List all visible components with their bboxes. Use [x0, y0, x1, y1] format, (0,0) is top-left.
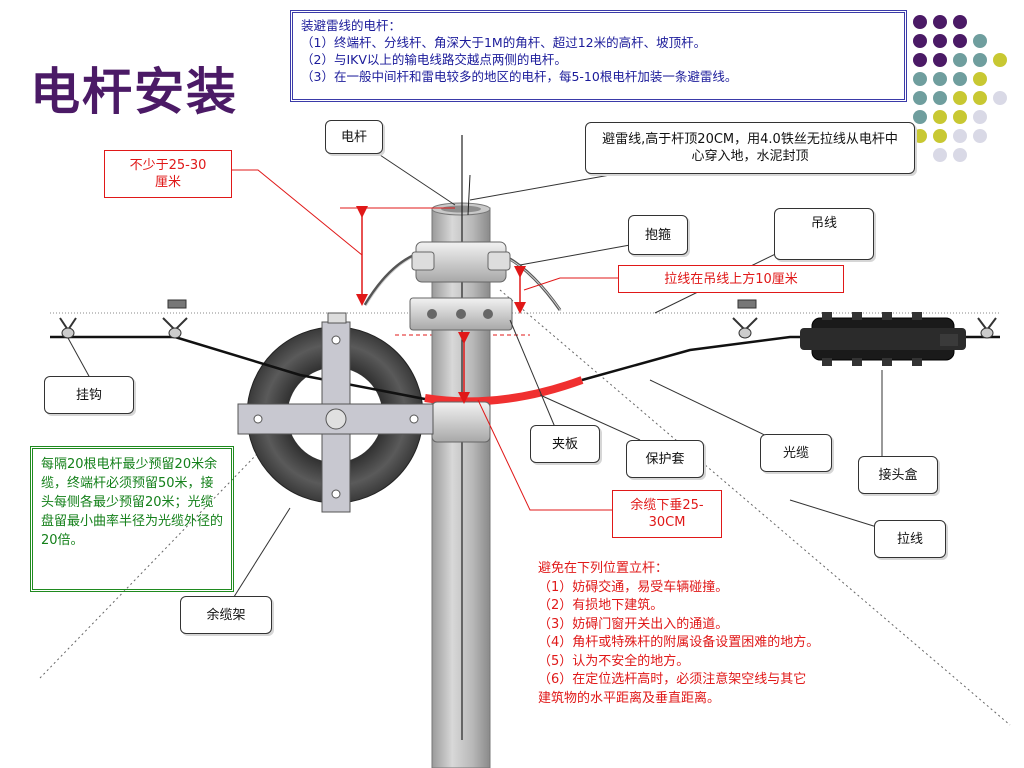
avoid-item-3: （3）妨碍门窗开关出入的通道。 — [538, 616, 729, 632]
requirement-item-3: （3）在一般中间杆和雷电较多的地区的电杆，每5-10根电杆加装一条避雷线。 — [301, 69, 738, 84]
optical-cable-left — [50, 335, 431, 402]
guy-wire-line — [499, 289, 1011, 726]
label-slack-drop: 余缆下垂25-30CM — [612, 490, 722, 538]
callout-clamp-plate: 夹板 — [530, 425, 600, 463]
decorative-dot — [933, 34, 947, 48]
decorative-dot — [953, 34, 967, 48]
clamp-plate — [409, 297, 513, 331]
decorative-dot — [913, 91, 927, 105]
decorative-dot — [973, 91, 987, 105]
decorative-dot — [933, 72, 947, 86]
avoid-item-2: （2）有损地下建筑。 — [538, 598, 664, 613]
callout-protective-sleeve: 保护套 — [626, 440, 704, 478]
decorative-dot — [933, 148, 947, 162]
avoid-item-5: （5）认为不安全的地方。 — [538, 653, 690, 669]
decorative-dot — [973, 110, 987, 124]
decorative-dot — [953, 91, 967, 105]
decorative-dot — [953, 72, 967, 86]
label-min-length: 不少于25-30厘米 — [104, 150, 232, 198]
callout-clamp-hoop: 抱箍 — [628, 215, 688, 255]
label-guy-above-messenger: 拉线在吊线上方10厘米 — [618, 265, 844, 293]
decorative-dot — [933, 110, 947, 124]
requirement-item-1: （1）终端杆、分线杆、角深大于1M的角杆、超过12米的高杆、坡顶杆。 — [301, 35, 707, 50]
pointer-hoop — [519, 244, 631, 266]
pointer-slack-rack — [231, 507, 291, 601]
decorative-dot — [973, 72, 987, 86]
decorative-dot — [953, 110, 967, 124]
decorative-dot-grid — [913, 15, 1007, 162]
decorative-dot — [933, 91, 947, 105]
hook-2 — [162, 299, 188, 339]
decorative-dot — [913, 15, 927, 29]
pointer-sleeve — [539, 394, 641, 441]
callout-optical-cable: 光缆 — [760, 434, 832, 472]
slack-reserve-note: 每隔20根电杆最少预留20米余缆，终端杆必须预留50米，接头每侧各最少预留20米… — [30, 446, 234, 592]
pointer-cable — [649, 379, 776, 441]
hook-4 — [977, 317, 997, 339]
decorative-dot — [953, 53, 967, 67]
hook-3 — [732, 299, 758, 339]
decorative-dot — [913, 53, 927, 67]
splice-box — [800, 312, 966, 366]
callout-hook: 挂钩 — [44, 376, 134, 414]
callout-messenger-wire: 吊线 — [774, 208, 874, 260]
protective-sleeve — [424, 376, 584, 406]
pointer-lightning — [469, 174, 611, 201]
connector-min-length — [232, 169, 363, 256]
decorative-dot — [933, 129, 947, 143]
hoop-clamp — [411, 241, 511, 283]
callout-guy-wire: 拉线 — [874, 520, 946, 558]
hook-1 — [59, 317, 77, 339]
decorative-dot — [913, 72, 927, 86]
avoid-item-4: （4）角杆或特殊杆的附属设备设置困难的地方。 — [538, 635, 820, 650]
pointer-guy-wire — [789, 499, 881, 529]
decorative-dot — [953, 129, 967, 143]
pointer-hook — [67, 337, 91, 379]
decorative-dot — [973, 34, 987, 48]
decorative-dot — [913, 34, 927, 48]
avoid-item-1: （1）妨碍交通，易受车辆碰撞。 — [538, 579, 729, 595]
decorative-dot — [973, 129, 987, 143]
connector-guy-above — [523, 277, 618, 291]
avoid-item-6: （6）在定位选杆高时，必须注意架空线与其它 — [538, 672, 807, 687]
utility-pole — [431, 207, 491, 768]
decorative-dot — [973, 53, 987, 67]
decorative-dot — [933, 15, 947, 29]
decorative-dot — [913, 110, 927, 124]
decorative-dot — [993, 53, 1007, 67]
cable-slack-rack-cross — [237, 312, 434, 513]
page-title: 电杆安装 — [30, 63, 238, 121]
pointer-pole — [379, 154, 456, 206]
callout-lightning-wire: 避雷线,高于杆顶20CM，用4.0铁丝无拉线从电杆中心穿入地，水泥封顶 — [585, 122, 915, 174]
avoid-item-7: 建筑物的水平距离及垂直距离。 — [538, 690, 721, 706]
decorative-dot — [913, 129, 927, 143]
lightning-rod-requirements-box: 装避雷线的电杆： （1）终端杆、分线杆、角深大于1M的角杆、超过12米的高杆、坡… — [290, 10, 907, 102]
decorative-dot — [953, 15, 967, 29]
callout-pole: 电杆 — [325, 120, 383, 154]
pointer-clamp-plate — [509, 319, 558, 433]
connector-slack-drop — [477, 399, 612, 511]
callout-splice-box: 接头盒 — [858, 456, 938, 494]
requirement-item-2: （2）与IKV以上的输电线路交越点两侧的电杆。 — [301, 52, 567, 67]
decorative-dot — [993, 91, 1007, 105]
callout-slack-rack: 余缆架 — [180, 596, 272, 634]
avoid-heading: 避免在下列位置立杆： — [538, 561, 669, 576]
decorative-dot — [933, 53, 947, 67]
decorative-dot — [953, 148, 967, 162]
requirements-heading: 装避雷线的电杆： — [301, 18, 402, 33]
pole-placement-avoid-list: 避免在下列位置立杆： （1）妨碍交通，易受车辆碰撞。 （2）有损地下建筑。 （3… — [538, 560, 938, 708]
